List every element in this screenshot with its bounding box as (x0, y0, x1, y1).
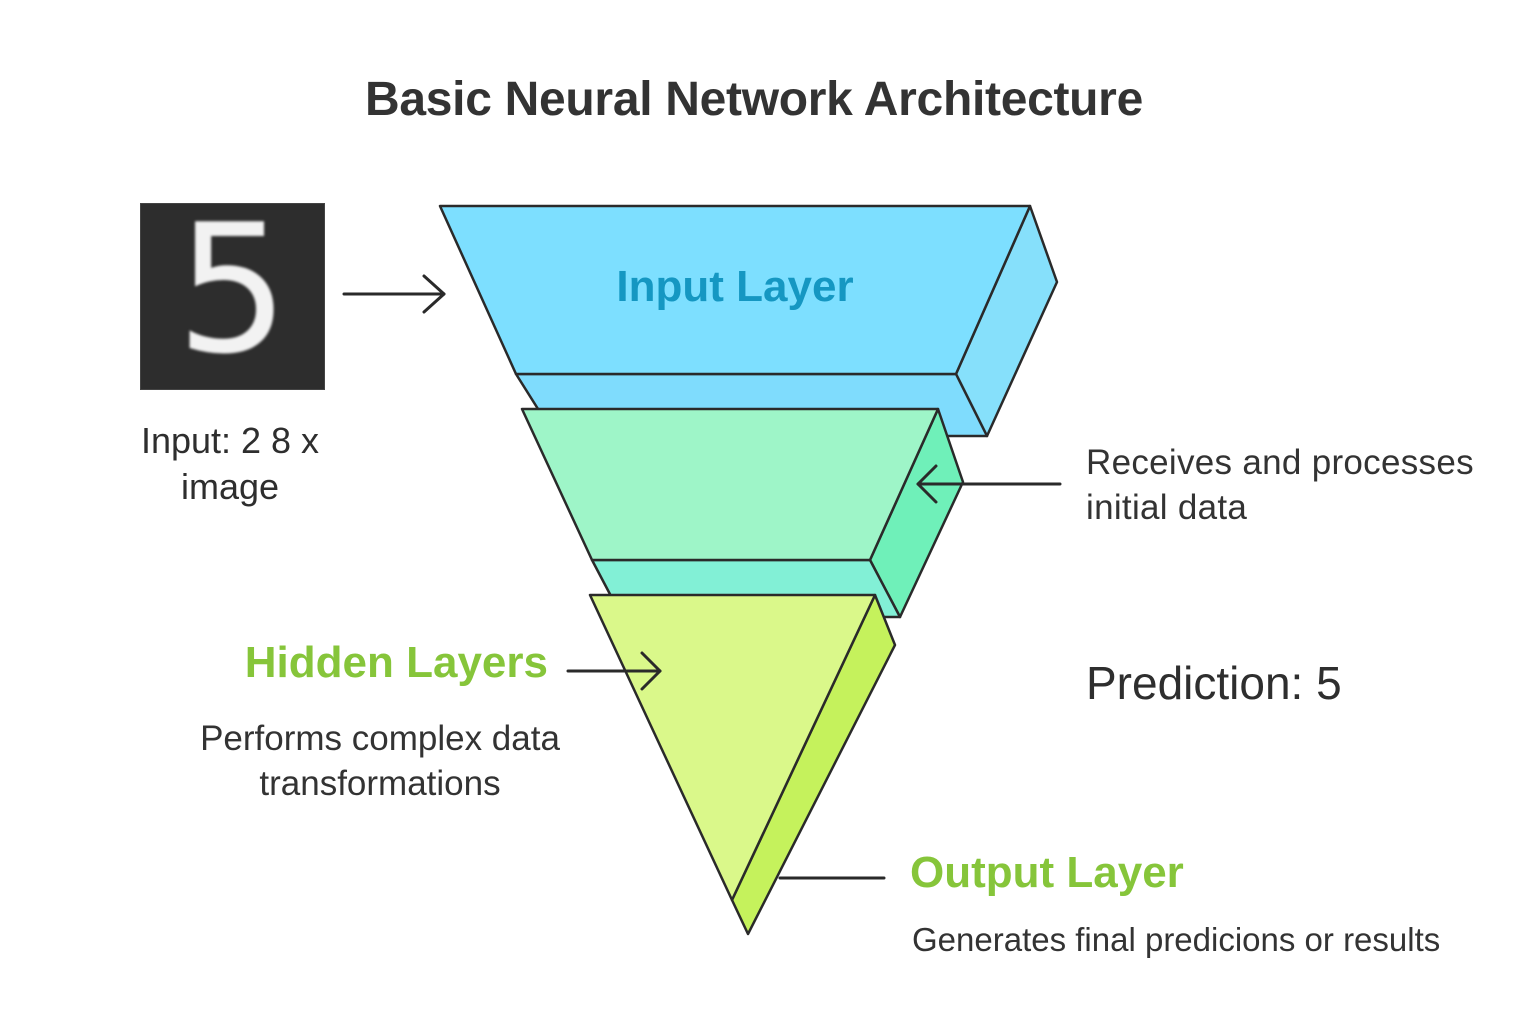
hidden-label-arrow (566, 651, 662, 691)
input-image-thumbnail (140, 203, 325, 390)
hidden-layers-label: Hidden Layers (244, 638, 548, 687)
input-layer-description: Receives and processes initial data (1086, 443, 1474, 527)
input-layer-front (438, 204, 1032, 376)
handwritten-digit: 5 (175, 186, 290, 393)
prediction-text: Prediction: 5 (1086, 657, 1342, 709)
output-layer-label: Output Layer (910, 848, 1184, 897)
input-description-arrow (916, 464, 1062, 504)
image-to-input-arrow (342, 274, 446, 314)
output-layer-description: Generates final predicions or results (912, 921, 1441, 958)
hidden-layer-front (520, 407, 940, 562)
input-layer-label: Input Layer (616, 262, 854, 311)
hidden-layers-description: Performs complex data transformations (200, 719, 560, 803)
diagram-title: Basic Neural Network Architecture (365, 73, 1143, 126)
input-caption: Input: 2 8 x image (140, 420, 320, 507)
